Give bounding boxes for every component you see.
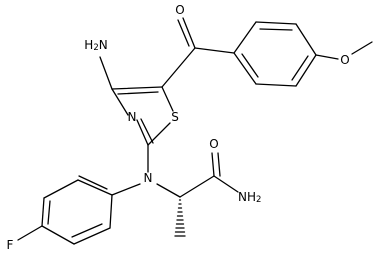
carbonyl-oxygen-label: O	[175, 3, 184, 17]
amide-oxygen-label: O	[209, 137, 218, 151]
fluorine-bond	[17, 225, 43, 241]
amine-alpha-bond	[156, 183, 181, 198]
amine-n-label: N	[144, 171, 153, 185]
amide-n-bond	[213, 175, 239, 193]
ether-oxygen-label: O	[340, 53, 349, 67]
alpha-carbonyl-bond	[179, 175, 215, 198]
thiazole-ring	[111, 86, 174, 146]
thiazole-s-label: S	[171, 110, 179, 124]
amide-nh2-label: NH2	[238, 190, 261, 205]
methoxyphenyl-ring	[233, 21, 317, 87]
methoxy-group	[315, 41, 373, 60]
amino-label: H2N	[84, 38, 107, 53]
thiazole-n-label: N	[128, 110, 137, 124]
fluorophenyl-ring	[41, 175, 113, 245]
hashed-wedge-methyl	[174, 199, 186, 237]
amine-aryl-bond	[111, 183, 141, 196]
fluorine-label: F	[7, 238, 14, 252]
amino-bond	[99, 56, 113, 90]
ketone-linker	[161, 17, 235, 88]
amide-carbonyl	[211, 152, 221, 177]
